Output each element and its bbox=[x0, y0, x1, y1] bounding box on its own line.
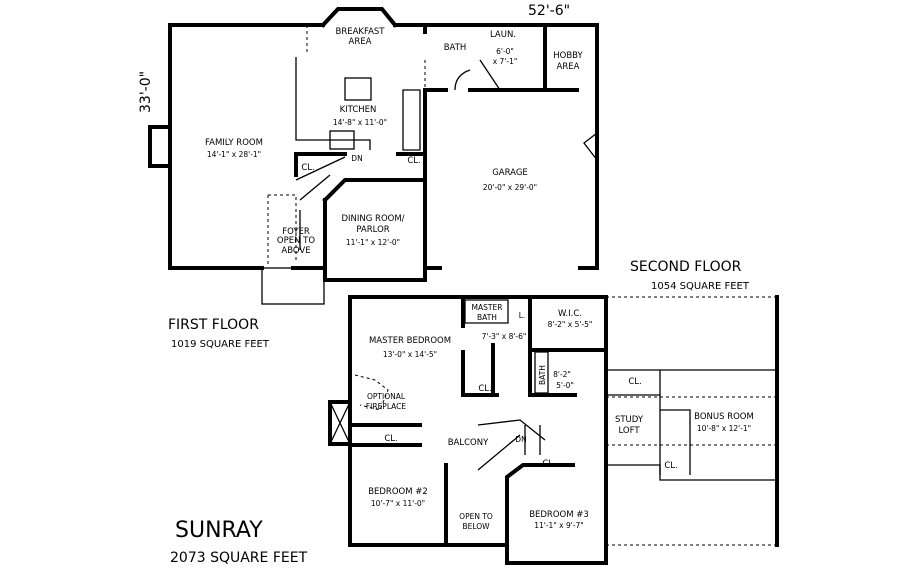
kitchen-dim: 14'-8" x 11'-0" bbox=[333, 118, 387, 127]
second-floor-title: SECOND FLOOR bbox=[630, 259, 742, 275]
bonus-room-dim: 10'-8" x 12'-1" bbox=[697, 424, 751, 433]
stairs-down-label: DN bbox=[351, 154, 362, 163]
laundry-dim-1: 6'-0" bbox=[496, 47, 514, 56]
closet-bed3-label: CL. bbox=[542, 459, 555, 469]
first-floor-title: FIRST FLOOR bbox=[168, 317, 259, 333]
front-porch bbox=[261, 267, 325, 305]
bedroom-3-label: BEDROOM #3 bbox=[529, 510, 589, 520]
study-loft-label-2: LOFT bbox=[618, 426, 640, 436]
dining-label-2: PARLOR bbox=[356, 225, 389, 235]
hobby-label: HOBBY bbox=[553, 51, 583, 61]
foyer-label-2: OPEN TO bbox=[277, 236, 315, 246]
master-bath-label-2: BATH bbox=[477, 313, 497, 322]
bedroom-3-dim: 11'-1" x 9'-7" bbox=[534, 521, 584, 530]
bath-2-dim-2: 5'-0" bbox=[556, 381, 574, 390]
bonus-room-label: BONUS ROOM bbox=[694, 412, 754, 422]
family-room-dim: 14'-1" x 28'-1" bbox=[207, 150, 261, 159]
open-below-label-2: BELOW bbox=[462, 522, 490, 531]
fireplace bbox=[148, 125, 172, 168]
family-room-label: FAMILY ROOM bbox=[205, 138, 263, 148]
dining-dim: 11'-1" x 12'-0" bbox=[346, 238, 400, 247]
study-loft-label: STUDY bbox=[615, 415, 644, 425]
kitchen-label: KITCHEN bbox=[340, 105, 377, 115]
bath-2-label: BATH bbox=[538, 365, 547, 385]
fireplace-label: OPTIONAL bbox=[367, 392, 406, 401]
closet-study-label: CL. bbox=[628, 377, 641, 387]
wic-dim: 8'-2" x 5'-5" bbox=[548, 320, 593, 329]
bath-label: BATH bbox=[444, 43, 467, 53]
closet-bonus-label: CL. bbox=[664, 461, 677, 471]
hobby-label-2: AREA bbox=[557, 62, 580, 72]
plan-name: SUNRAY bbox=[175, 518, 263, 543]
overall-depth: 33'-0" bbox=[138, 71, 154, 113]
closet-hall-label: CL. bbox=[384, 434, 397, 444]
bedroom-2-dim: 10'-7" x 11'-0" bbox=[371, 499, 425, 508]
master-bath-label: MASTER bbox=[472, 303, 503, 312]
closet-label-2: CL. bbox=[407, 156, 420, 166]
fireplace-label-2: FIREPLACE bbox=[366, 402, 407, 411]
second-floor-area: 1054 SQUARE FEET bbox=[651, 281, 750, 292]
closet-label: CL. bbox=[301, 163, 314, 173]
foyer-label: FOYER bbox=[282, 227, 310, 237]
bedroom-2-label: BEDROOM #2 bbox=[368, 487, 428, 497]
first-floor-labels: 52'-6" 33'-0" BREAKFAST AREA KITCHEN 14'… bbox=[138, 3, 584, 350]
wic-label: W.I.C. bbox=[558, 309, 582, 319]
closet-master-label: CL. bbox=[478, 384, 491, 394]
second-floor-walls bbox=[328, 295, 779, 565]
stairs-down-label-2: DN bbox=[515, 435, 526, 444]
foyer-label-3: ABOVE bbox=[281, 246, 310, 256]
upper-chimney bbox=[328, 400, 352, 446]
breakfast-label: BREAKFAST bbox=[335, 27, 385, 37]
laundry-label: LAUN. bbox=[490, 30, 516, 40]
balcony-label: BALCONY bbox=[448, 438, 489, 448]
master-bedroom-dim: 13'-0" x 14'-5" bbox=[383, 350, 437, 359]
garage-label: GARAGE bbox=[492, 168, 528, 178]
master-bath-dim: 7'-3" x 8'-6" bbox=[482, 332, 527, 341]
first-floor-area: 1019 SQUARE FEET bbox=[171, 339, 270, 350]
kitchen-island bbox=[344, 77, 372, 101]
dining-label: DINING ROOM/ bbox=[341, 214, 404, 224]
master-bedroom-label: MASTER BEDROOM bbox=[369, 336, 451, 346]
linen-label: L. bbox=[519, 311, 526, 320]
laundry-dim-2: x 7'-1" bbox=[493, 57, 518, 66]
open-below-label: OPEN TO bbox=[459, 512, 493, 521]
second-floor-labels: SECOND FLOOR 1054 SQUARE FEET MASTER BAT… bbox=[366, 259, 754, 531]
bath-2-dim-1: 8'-2" bbox=[553, 370, 571, 379]
overall-width: 52'-6" bbox=[528, 3, 570, 19]
garage-dim: 20'-0" x 29'-0" bbox=[483, 183, 537, 192]
first-floor-walls bbox=[148, 7, 599, 305]
breakfast-label-2: AREA bbox=[349, 37, 372, 47]
total-area: 2073 SQUARE FEET bbox=[170, 550, 308, 566]
